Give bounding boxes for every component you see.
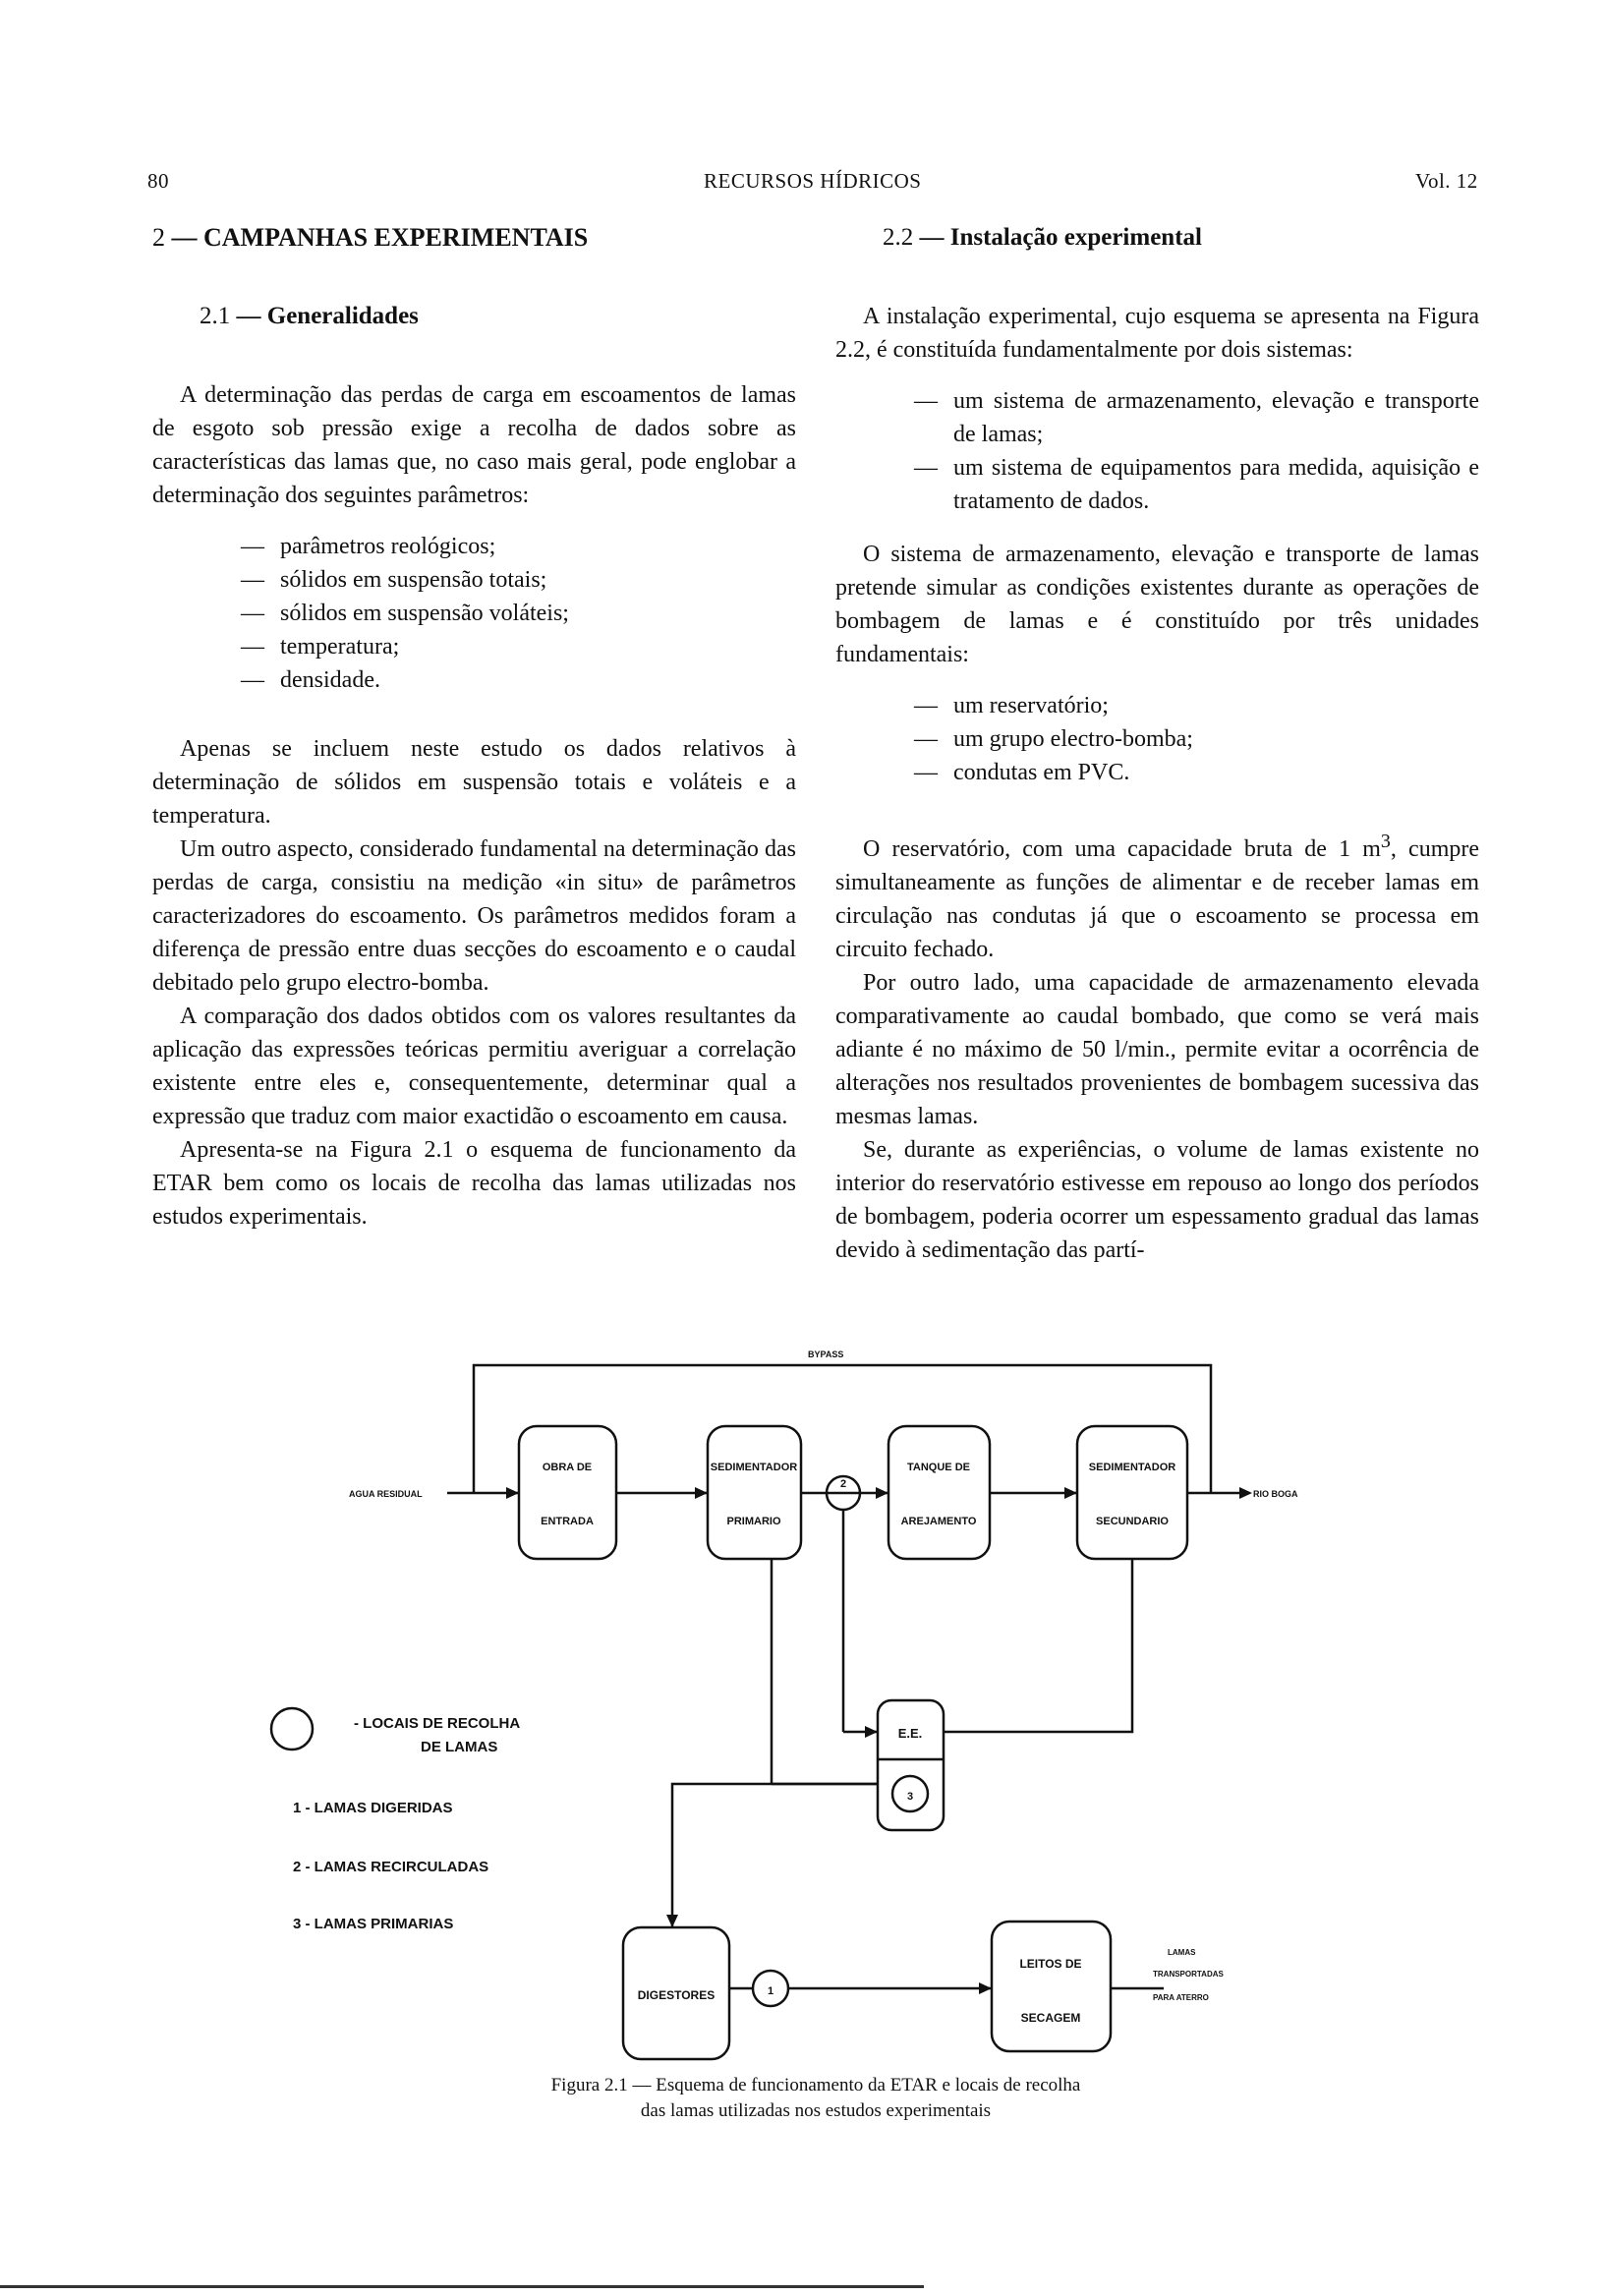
arrow-icon (865, 1726, 878, 1738)
paragraph: Por outro lado, uma capacidade de armaze… (835, 970, 1479, 1129)
box-sedimentador-secundario (1075, 1424, 1189, 1561)
marker-number: 2 (840, 1478, 846, 1490)
parameter-list: parâmetros reológicos; sólidos em suspen… (241, 530, 796, 697)
marker-number: 3 (907, 1791, 913, 1803)
subsection-heading-generalidades: 2.1 — Generalidades (200, 303, 419, 329)
legend-title: - LOCAIS DE RECOLHA (354, 1715, 520, 1732)
subsection-heading-instalacao: 2.2 — Instalação experimental (883, 224, 1202, 251)
list-item: temperatura; (241, 630, 796, 663)
box-obra-entrada (517, 1424, 618, 1561)
legend-item: 1 - LAMAS DIGERIDAS (293, 1800, 453, 1816)
paragraph: O reservatório, com uma capacidade bruta… (835, 831, 1480, 962)
box-label: E.E. (898, 1726, 923, 1741)
feed-line-digestores (670, 1782, 878, 1927)
box-label: PRIMARIO (727, 1516, 781, 1527)
paragraph: Apresenta-se na Figura 2.1 o esquema de … (152, 1137, 796, 1230)
list-item: um grupo electro-bomba; (914, 722, 1479, 756)
box-label: LEITOS DE (1019, 1957, 1081, 1971)
legend-title: DE LAMAS (421, 1739, 497, 1755)
systems-list: um sistema de armazenamento, elevação e … (914, 384, 1479, 518)
box-label: SEDIMENTADOR (1089, 1462, 1175, 1473)
section-heading: 2 — CAMPANHAS EXPERIMENTAIS (152, 223, 589, 252)
bypass-line (472, 1363, 1213, 1493)
box-label: AREJAMENTO (901, 1516, 977, 1527)
out-label: LAMAS (1168, 1948, 1196, 1957)
left-column: 2 — CAMPANHAS EXPERIMENTAIS 2.1 — Genera… (152, 221, 796, 1234)
paragraph: Um outro aspecto, considerado fundamenta… (152, 836, 796, 996)
secondary-sludge-line (944, 1559, 1134, 1734)
paragraph: A instalação experimental, cujo esquema … (835, 304, 1479, 363)
box-label: SECAGEM (1021, 2011, 1081, 2025)
box-label: ENTRADA (541, 1516, 594, 1527)
legend-item: 3 - LAMAS PRIMARIAS (293, 1916, 453, 1932)
out-label: TRANSPORTADAS (1153, 1970, 1225, 1979)
inlet-label: AGUA RESIDUAL (349, 1489, 423, 1499)
marker-circle-3 (890, 1774, 930, 1813)
paragraph: A determinação das perdas de carga em es… (152, 382, 796, 508)
out-label: PARA ATERRO (1153, 1993, 1209, 2002)
box-label: OBRA DE (543, 1462, 592, 1473)
paragraph: Apenas se incluem neste estudo os dados … (152, 736, 796, 829)
list-item: parâmetros reológicos; (241, 530, 796, 563)
marker-number: 1 (768, 1985, 773, 1997)
arrow-icon (979, 1982, 992, 1994)
list-item: um sistema de armazenamento, elevação e … (914, 384, 1479, 451)
list-item: um sistema de equipamentos para medida, … (914, 451, 1479, 518)
units-list: um reservatório; um grupo electro-bomba;… (914, 689, 1479, 789)
legend-item: 2 - LAMAS RECIRCULADAS (293, 1859, 488, 1875)
box-tanque-arejamento (887, 1424, 992, 1561)
box-label: TANQUE DE (907, 1462, 970, 1473)
arrow-icon (666, 1915, 678, 1927)
box-leitos-secagem (990, 1920, 1113, 2053)
arrow-icon (1239, 1487, 1252, 1499)
arrow-icon (1064, 1487, 1077, 1499)
box-label: DIGESTORES (638, 1988, 715, 2002)
page-number: 80 (147, 169, 169, 193)
box-label: SECUNDARIO (1096, 1516, 1169, 1527)
box-digestores (621, 1925, 731, 2061)
list-item: condutas em PVC. (914, 756, 1479, 789)
legend-circle (269, 1706, 315, 1751)
box-sedimentador-primario (706, 1424, 803, 1561)
bypass-label: BYPASS (808, 1349, 843, 1359)
arrow-icon (695, 1487, 708, 1499)
arrow-icon (506, 1487, 519, 1499)
list-item: um reservatório; (914, 689, 1479, 722)
paragraph: A comparação dos dados obtidos com os va… (152, 1004, 796, 1129)
paragraph: Se, durante as experiências, o volume de… (835, 1137, 1479, 1263)
running-title: RECURSOS HÍDRICOS (704, 169, 922, 193)
list-item: densidade. (241, 663, 796, 697)
page-bottom-rule (0, 2285, 924, 2288)
right-column: 2.2 — Instalação experimental A instalaç… (835, 221, 1479, 1267)
outlet-label: RIO BOGA (1253, 1489, 1298, 1499)
arrow-icon (876, 1487, 888, 1499)
list-item: sólidos em suspensão totais; (241, 563, 796, 597)
paragraph: O sistema de armazenamento, elevação e t… (835, 542, 1479, 667)
figure-caption: Figura 2.1 — Esquema de funcionamento da… (550, 2075, 1081, 2121)
list-item: sólidos em suspensão voláteis; (241, 597, 796, 630)
box-estacao-elevatoria (876, 1698, 945, 1832)
box-label: SEDIMENTADOR (711, 1462, 797, 1473)
volume-label: Vol. 12 (1415, 169, 1478, 193)
